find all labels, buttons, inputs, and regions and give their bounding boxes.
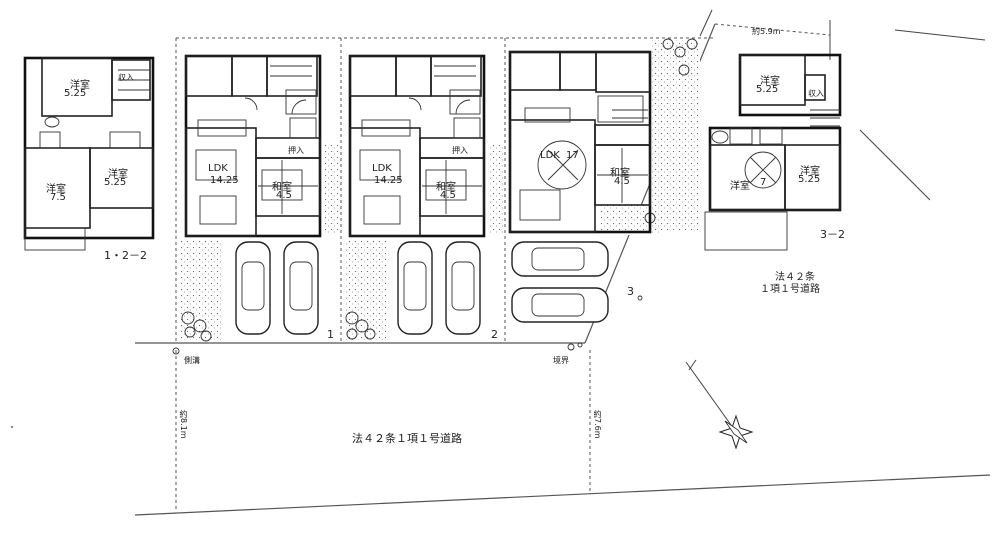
car-icon [511,287,609,323]
shrubs [181,38,698,342]
lot-boundaries [175,37,715,343]
right-floorplan [704,53,842,251]
compass-icon [685,359,754,450]
lot2-house [348,54,486,238]
car-icon [283,241,319,335]
parking-cars [235,241,609,335]
car-icon [397,241,433,335]
car-icon [235,241,271,335]
lot1-house [184,54,322,238]
lot3-house [508,50,652,234]
car-icon [511,241,609,277]
car-icon [445,241,481,335]
left-floorplan [23,56,155,251]
